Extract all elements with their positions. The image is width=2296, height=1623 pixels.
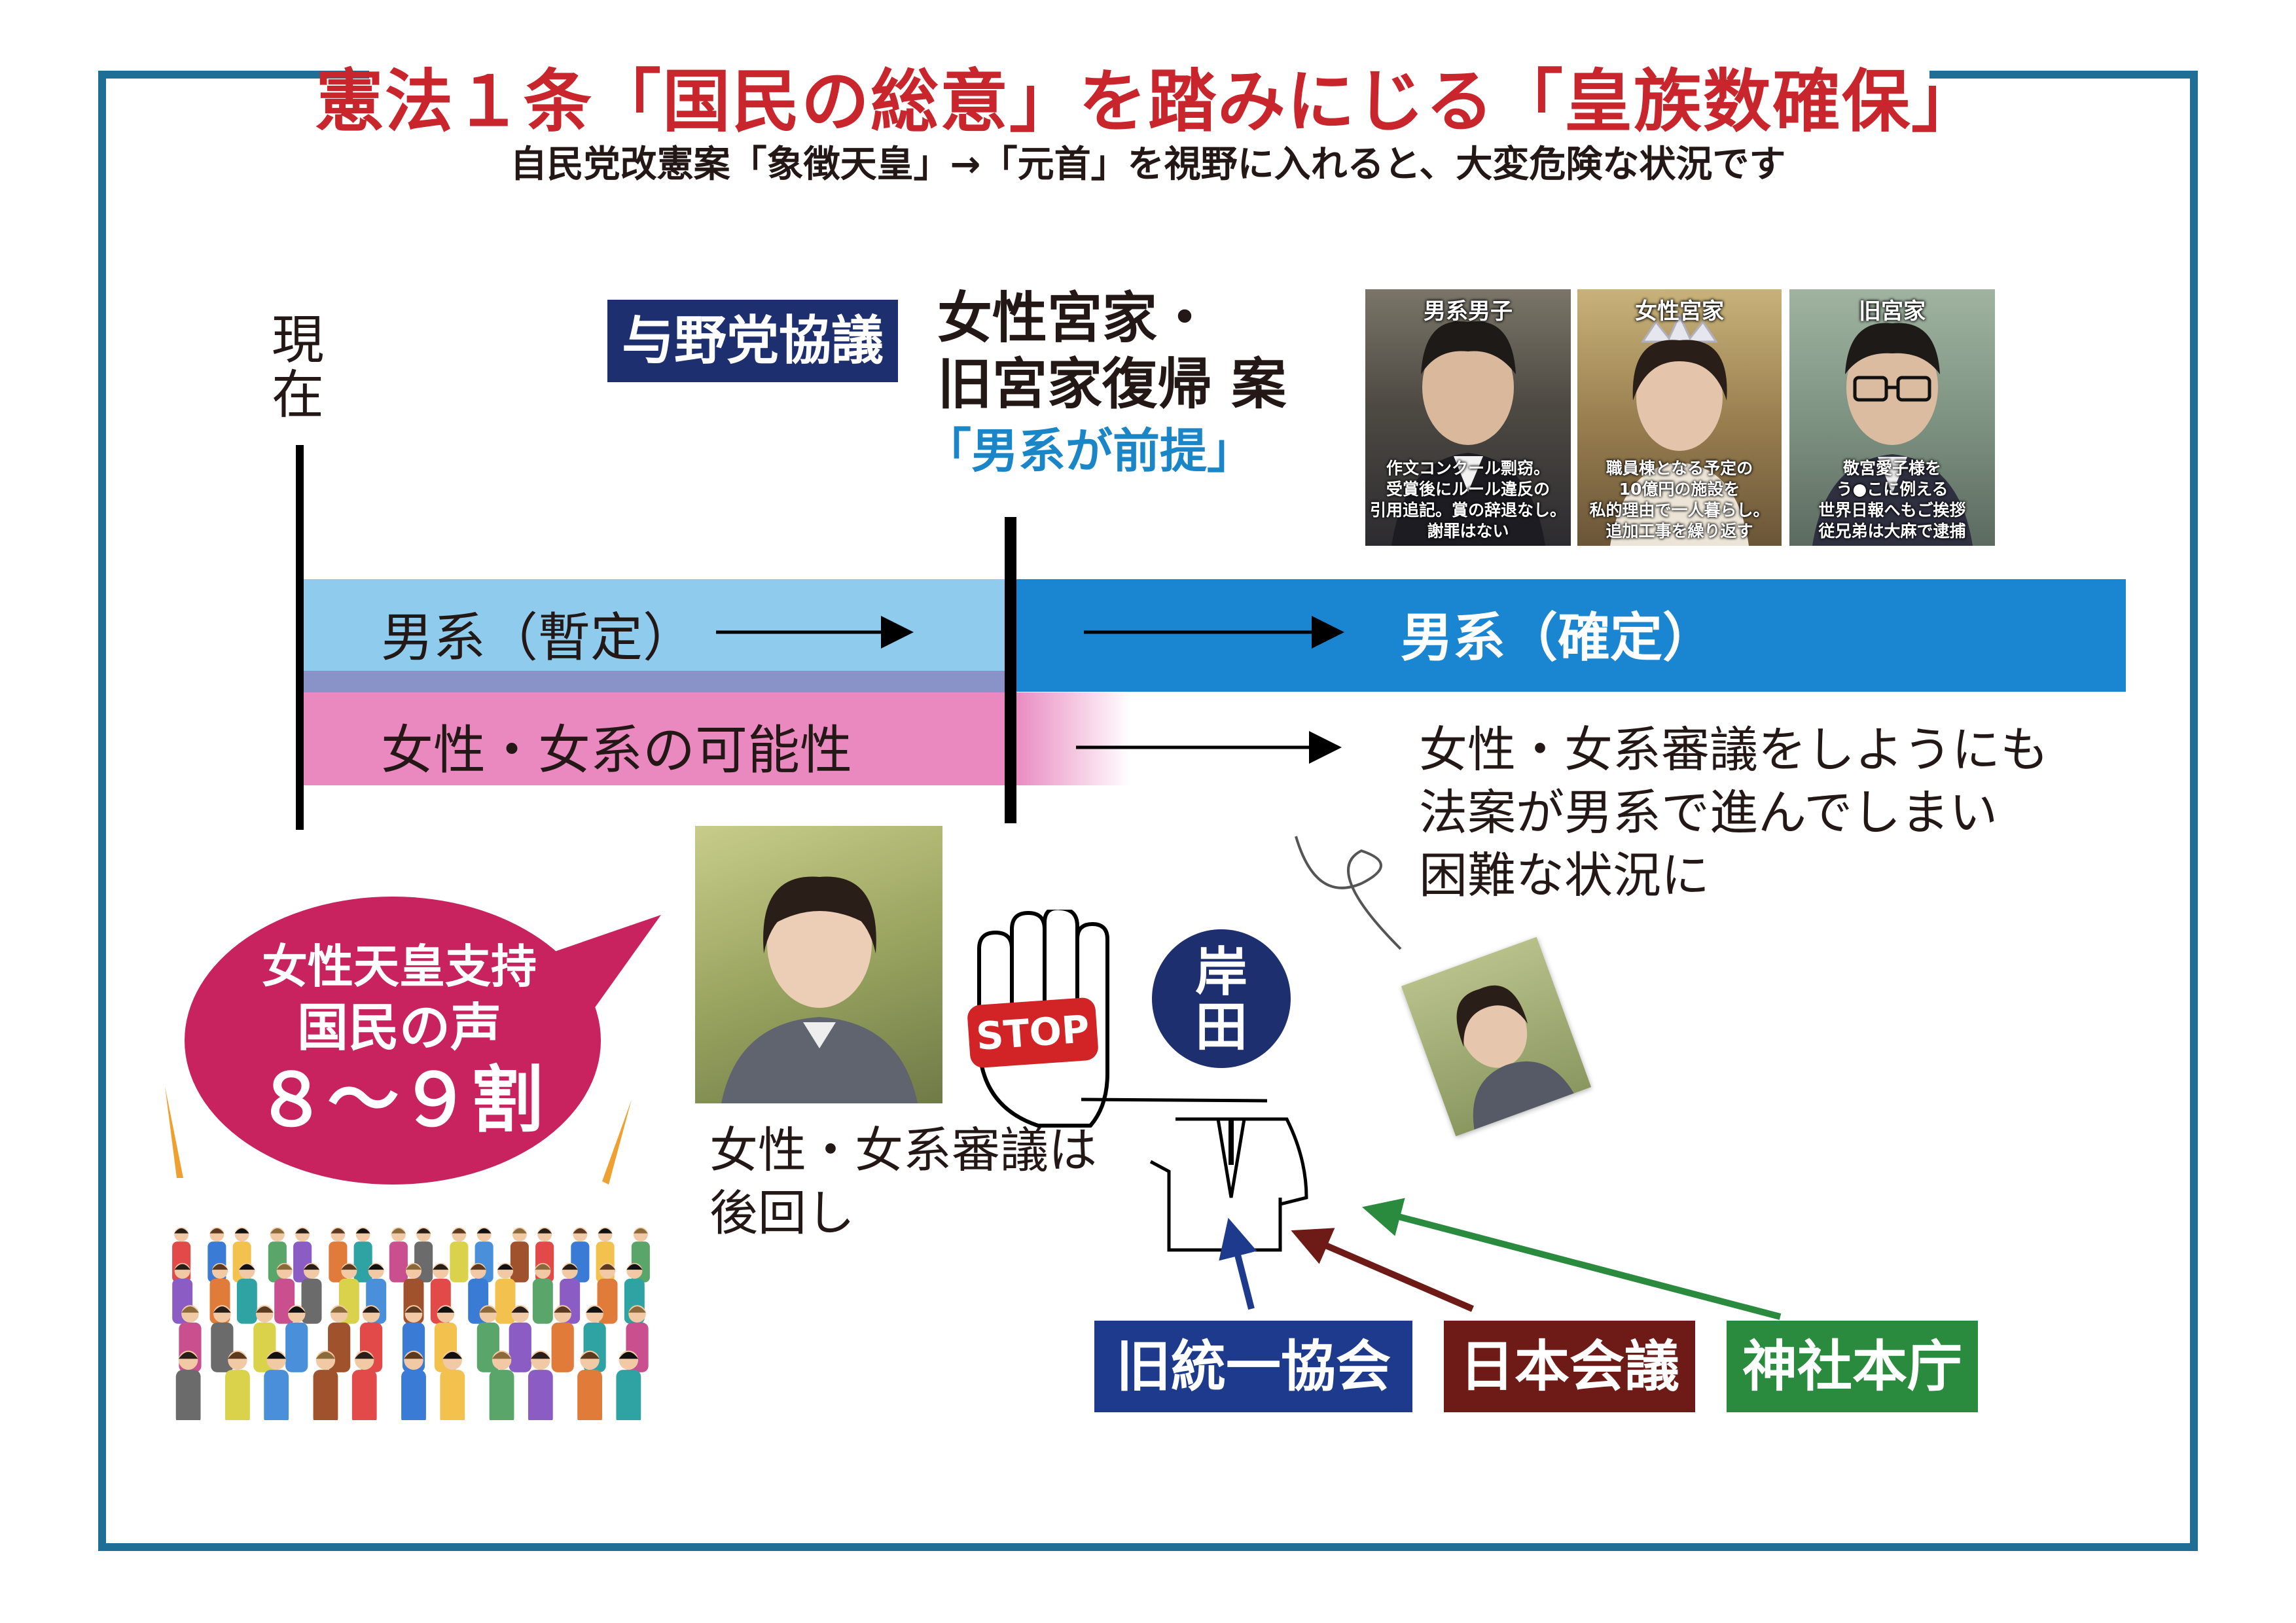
page-title: 憲法１条「国民の総意」を踏みにじる「皇族数確保」 <box>315 62 1981 141</box>
photo-female-branch: 女性宮家 職員棟となる予定の 10億円の施設を 私的理由で一人暮らし。 追加工事… <box>1577 289 1782 546</box>
crowd-person <box>313 1350 338 1420</box>
small-princess-photo <box>1401 936 1592 1137</box>
crowd-illustration <box>172 1227 650 1420</box>
portrait-male-icon <box>1391 321 1545 546</box>
photo-former-branch-tag: 旧宮家 <box>1859 298 1926 325</box>
photo-female-branch-caption: 職員棟となる予定の 10億円の施設を 私的理由で一人暮らし。 追加工事を繰り返す <box>1589 459 1770 541</box>
band-female <box>300 692 1013 785</box>
kishida-body <box>1149 1117 1308 1252</box>
crowd-person <box>510 1227 529 1283</box>
band-male-provisional-label: 男系（暫定） <box>381 607 695 668</box>
crowd-person <box>211 1305 234 1372</box>
crowd-person <box>440 1350 465 1420</box>
photo-male-heir: 男系男子 作文コンクール剽窃。 受賞後にルール違反の 引用追記。賞の辞退なし。 … <box>1365 289 1571 546</box>
crowd-person <box>532 1262 553 1324</box>
public-voice-text: 女性天皇支持 国民の声 ８〜９割 <box>255 940 543 1142</box>
crowd-person <box>616 1350 641 1420</box>
proposal-line-2: 旧宮家復帰 案 <box>937 351 1287 416</box>
proposal-heading: 女性宮家・ 旧宮家復帰 案 「男系が前提」 <box>924 285 1287 479</box>
crowd-person <box>495 1262 516 1324</box>
kishida-head: 岸田 <box>1152 929 1291 1068</box>
band-divider <box>300 671 1013 694</box>
public-voice-bubble <box>185 897 661 1185</box>
crowd-person <box>301 1262 322 1324</box>
band-male-final <box>1013 579 2126 692</box>
org-jinja-honcho: 神社本庁 <box>1727 1321 1978 1412</box>
crowd-person <box>285 1305 308 1372</box>
org-unification-church: 旧統一協会 <box>1094 1321 1412 1412</box>
portrait-princess-icon <box>1610 313 1749 546</box>
proposal-premise: 「男系が前提」 <box>924 423 1255 478</box>
crowd-person <box>353 1227 372 1283</box>
photo-former-branch-caption: 敬宮愛子様を う●こに例える 世界日報へもご挨拶 従兄弟は大麻で逮捕 <box>1818 459 1966 541</box>
crowd-person <box>509 1305 531 1372</box>
photo-male-heir-caption: 作文コンクール剽窃。 受賞後にルール違反の 引用追記。賞の辞退なし。 謝罪はない <box>1369 459 1566 541</box>
photo-male-heir-tag: 男系男子 <box>1424 298 1513 325</box>
photo-former-branch: 旧宮家 敬宮愛子様を う●こに例える 世界日報へもご挨拶 従兄弟は大麻で逮捕 <box>1789 289 1995 546</box>
princess-photo <box>695 826 942 1103</box>
portrait-woman-icon <box>1456 985 1574 1130</box>
now-label: 現在 <box>272 310 324 425</box>
portrait-aiko-icon <box>721 876 918 1103</box>
crowd-person <box>401 1350 426 1420</box>
band-female-label: 女性・女系の可能性 <box>381 720 852 781</box>
talks-label: 与野党協議 <box>607 300 898 382</box>
crowd-person <box>225 1350 250 1420</box>
band-female-fade <box>1013 692 1131 785</box>
crowd-person <box>236 1262 257 1324</box>
crowd-person <box>389 1227 408 1283</box>
org-nippon-kaigi: 日本会議 <box>1444 1321 1695 1412</box>
crowd-person <box>264 1350 289 1420</box>
crowd-person <box>551 1305 574 1372</box>
page-subtitle: 自民党改憲案「象徴天皇」→「元首」を視野に入れると、大変危険な状況です <box>510 143 1786 186</box>
emphasis-lines <box>165 1086 632 1185</box>
crowd-person <box>577 1350 602 1420</box>
proposal-line-1: 女性宮家・ <box>937 286 1213 350</box>
band-male-final-label: 男系（確定） <box>1401 607 1715 668</box>
result-text: 女性・女系審議をしようにも 法案が男系で進んでしまい 困難な状況に <box>1419 722 2049 904</box>
crowd-person <box>450 1227 469 1283</box>
postponed-text: 女性・女系審議は 後回し <box>709 1122 1097 1242</box>
crowd-person <box>175 1350 201 1420</box>
portrait-man-glasses-icon <box>1812 323 1973 546</box>
photo-female-branch-tag: 女性宮家 <box>1635 298 1724 325</box>
crowd-person <box>351 1350 377 1420</box>
crowd-person <box>489 1350 514 1420</box>
crowd-person <box>528 1350 553 1420</box>
